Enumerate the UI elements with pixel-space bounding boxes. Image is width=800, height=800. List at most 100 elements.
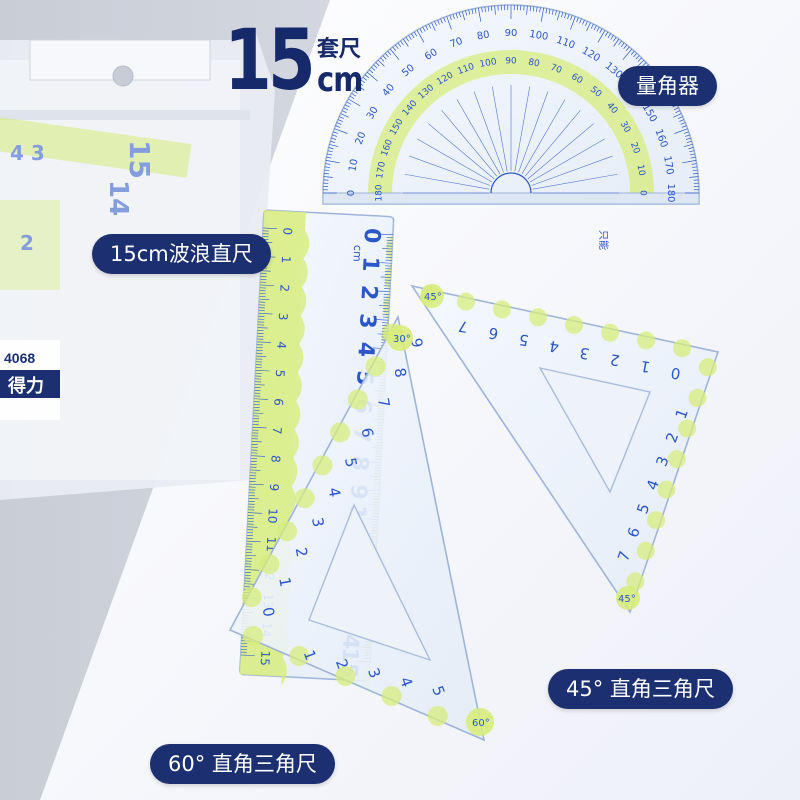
label-triangle-45: 45° 直角三角尺 bbox=[548, 669, 733, 709]
protractor-tick bbox=[416, 30, 425, 43]
protractor-tick bbox=[610, 35, 614, 40]
protractor-tick bbox=[686, 140, 692, 143]
protractor-outer-label: 20 bbox=[354, 131, 369, 147]
protractor-tick bbox=[551, 9, 554, 15]
protractor-tick bbox=[690, 156, 696, 159]
ruler-inner-number: 8 bbox=[268, 455, 282, 463]
protractor-tick bbox=[597, 30, 606, 43]
ruler-tick bbox=[258, 313, 273, 315]
svg-text:15: 15 bbox=[123, 140, 156, 179]
ruler-wave bbox=[294, 400, 301, 430]
protractor-inner-label: 0 bbox=[638, 190, 648, 196]
ruler-tick bbox=[246, 540, 261, 543]
protractor-tick bbox=[618, 40, 622, 46]
tri60-wave bbox=[330, 422, 351, 443]
protractor-inner-label: 80 bbox=[527, 58, 540, 70]
protractor-ray bbox=[441, 110, 498, 177]
protractor-tick bbox=[554, 10, 557, 16]
ruler-wave bbox=[281, 657, 287, 686]
protractor-tick bbox=[373, 64, 378, 69]
protractor-outer-label: 80 bbox=[476, 29, 490, 42]
protractor-tick bbox=[539, 7, 541, 13]
protractor-tick bbox=[586, 22, 591, 31]
protractor-tick bbox=[356, 84, 365, 91]
protractor-tick bbox=[582, 19, 585, 25]
protractor-tick bbox=[675, 110, 681, 114]
tri45-top-number: 7 bbox=[457, 317, 470, 336]
protractor-tick bbox=[394, 44, 399, 50]
protractor-tick bbox=[692, 173, 699, 175]
tri60-wave bbox=[241, 587, 262, 608]
protractor-tick bbox=[462, 11, 466, 21]
protractor-tick bbox=[348, 98, 361, 107]
headline-cn-text: 套尺 bbox=[316, 37, 361, 62]
ruler-tick bbox=[378, 233, 393, 236]
protractor-tick bbox=[692, 166, 698, 168]
protractor-tick bbox=[343, 107, 349, 111]
protractor-tick bbox=[540, 7, 544, 22]
ruler-tick bbox=[257, 341, 272, 343]
protractor-tick bbox=[353, 90, 358, 94]
protractor-tick bbox=[576, 17, 579, 23]
ruler-tick bbox=[377, 262, 392, 264]
protractor-ray bbox=[428, 123, 495, 180]
ruler-tick bbox=[263, 227, 278, 230]
tri60-vertical-number: 6 bbox=[358, 426, 377, 439]
protractor-tick bbox=[392, 46, 397, 52]
ruler-number: 2 bbox=[355, 284, 381, 301]
protractor-tick bbox=[337, 119, 343, 122]
protractor-tick bbox=[590, 23, 594, 29]
protractor-tick bbox=[411, 33, 415, 38]
tri60-vertical-number: 0 bbox=[259, 606, 278, 619]
protractor-outer-label: 0 bbox=[346, 190, 357, 196]
protractor-tick bbox=[692, 169, 698, 172]
ruler-tick bbox=[257, 327, 268, 329]
protractor-tick bbox=[422, 26, 426, 32]
protractor-tick bbox=[323, 176, 333, 178]
protractor-tick bbox=[325, 163, 331, 165]
protractor-ray bbox=[524, 110, 581, 177]
headline-unit: cm bbox=[316, 60, 363, 100]
ruler-tick bbox=[248, 512, 263, 514]
protractor-tick bbox=[689, 153, 695, 156]
tri45-top-number: 0 bbox=[669, 363, 682, 382]
ruler-tick bbox=[251, 455, 266, 457]
tri45-angle-bottom: 45° bbox=[618, 594, 636, 605]
headline: 15 套尺 cm bbox=[224, 18, 371, 110]
protractor-tick bbox=[428, 23, 432, 29]
tri45-top-number: 2 bbox=[609, 350, 622, 369]
protractor-ray bbox=[518, 91, 549, 173]
protractor-tick bbox=[548, 9, 551, 15]
protractor-tick bbox=[682, 160, 697, 164]
tri45-wave bbox=[601, 323, 619, 342]
protractor-tick bbox=[351, 93, 356, 97]
ruler-inner-number: 3 bbox=[276, 312, 290, 320]
ruler-tick bbox=[249, 483, 264, 486]
tri45-wave bbox=[673, 339, 691, 358]
ruler-tick bbox=[254, 384, 265, 386]
tri45-wave bbox=[688, 388, 707, 407]
tri60-angle-bottom: 60° bbox=[472, 718, 490, 729]
tri60-vertical-number: 7 bbox=[374, 396, 393, 409]
ruler-number: 0 bbox=[358, 227, 384, 244]
protractor-tick bbox=[328, 147, 334, 150]
tri60-wave bbox=[289, 646, 310, 666]
ruler-inner-number: 6 bbox=[271, 398, 285, 406]
tri45-wave bbox=[529, 308, 547, 327]
ruler-tick bbox=[244, 583, 255, 585]
protractor-tick bbox=[327, 150, 333, 153]
tri60-wave bbox=[243, 626, 264, 646]
protractor-tick bbox=[491, 5, 493, 12]
protractor-outer-label: 100 bbox=[528, 29, 549, 43]
protractor-tick bbox=[532, 6, 535, 12]
ruler-tick bbox=[382, 248, 393, 250]
tri60-wave bbox=[427, 706, 448, 726]
ruler-tick bbox=[254, 398, 269, 400]
ruler-tick bbox=[380, 276, 391, 278]
protractor-tick bbox=[487, 6, 490, 12]
protractor-tick bbox=[622, 48, 633, 60]
protractor-tick bbox=[368, 69, 374, 74]
protractor-tick bbox=[324, 166, 330, 168]
protractor-tick bbox=[449, 15, 452, 21]
